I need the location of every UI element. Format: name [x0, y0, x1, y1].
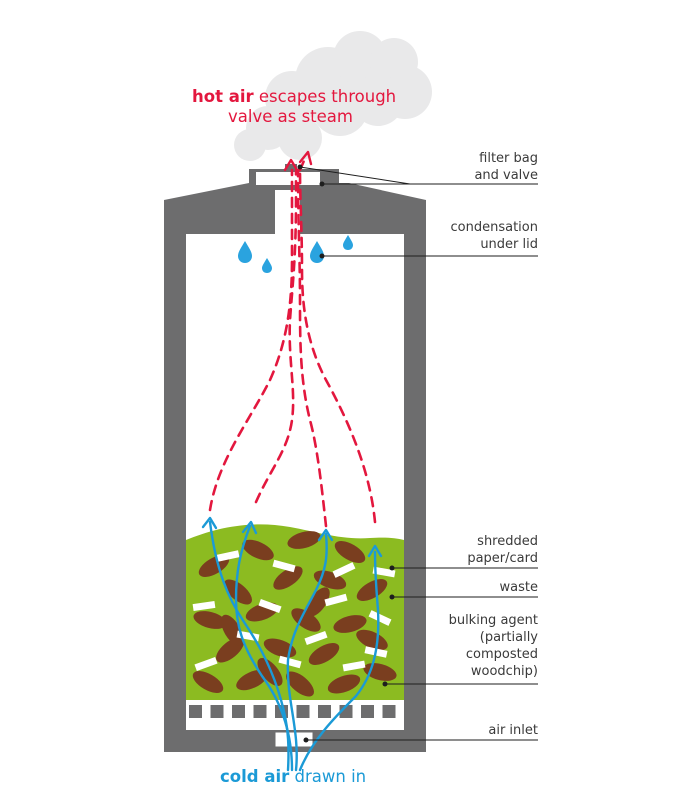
woodchip	[334, 541, 366, 563]
grid-block	[318, 705, 331, 718]
label-line: (partially	[479, 630, 538, 645]
hot-air-caption-line2: valve as steam	[228, 107, 353, 126]
cold-air-caption: cold air drawn in	[220, 766, 366, 788]
hot-air-caption: hot air escapes through	[192, 86, 396, 108]
cold-air-arrowheads	[201, 516, 383, 558]
paper-strip	[258, 598, 282, 614]
woodchip	[356, 579, 388, 601]
grid-block	[361, 705, 374, 718]
woodchip	[192, 671, 224, 693]
hot-air-caption-bold: hot air	[192, 87, 254, 106]
paper-strip	[324, 593, 348, 607]
label-waste: waste	[500, 579, 538, 596]
cold-air-caption-rest: drawn in	[289, 767, 367, 786]
valve-slot	[256, 172, 320, 185]
grid-block	[296, 705, 310, 718]
woodchip	[333, 615, 367, 633]
leader-dots	[297, 164, 395, 743]
paper-strip	[304, 630, 328, 646]
label-line: waste	[499, 580, 538, 595]
paper-strip	[342, 660, 366, 672]
leader-lines	[299, 166, 538, 741]
water-drop-icon	[238, 241, 252, 263]
woodchip	[291, 608, 321, 632]
woodchip	[287, 531, 321, 549]
grid-block	[232, 705, 245, 718]
woodchip	[306, 587, 330, 617]
label-filter-bag-and-valve: filter bag and valve	[474, 150, 538, 184]
paper-strip	[368, 610, 392, 626]
grid-block	[382, 705, 396, 718]
label-shredded-paper: shredded paper/card	[467, 533, 538, 567]
grid-block	[253, 705, 267, 718]
paper-group	[192, 550, 396, 672]
woodchip	[193, 611, 227, 629]
grid-block	[189, 705, 202, 718]
label-line: composted	[465, 647, 538, 662]
water-drop-icon	[343, 235, 353, 250]
hot-air-arrowheads	[283, 150, 313, 172]
woodchip	[327, 674, 361, 694]
woodchip	[242, 539, 274, 561]
label-bulking-agent: bulking agent (partially composted woodc…	[449, 612, 538, 680]
paper-strip	[272, 559, 296, 573]
label-line: under lid	[480, 237, 538, 252]
label-line: bulking agent	[448, 613, 538, 628]
air-grid	[189, 705, 396, 718]
steam-cloud	[234, 31, 432, 161]
label-line: and valve	[474, 168, 538, 183]
paper-strip	[332, 562, 356, 578]
label-air-inlet: air inlet	[488, 722, 538, 739]
paper-strip	[278, 655, 302, 669]
label-line: shredded	[477, 534, 538, 549]
label-condensation: condensation under lid	[451, 219, 538, 253]
label-line: air inlet	[488, 723, 538, 738]
hot-air-caption-rest: escapes through	[253, 87, 397, 106]
woodchip	[223, 579, 253, 605]
paper-strip	[192, 601, 216, 611]
water-drop-icon	[262, 258, 272, 273]
woodchip	[285, 671, 315, 697]
woodchip	[308, 643, 340, 665]
cold-air-paths	[208, 520, 380, 772]
label-line: filter bag	[479, 151, 538, 166]
grid-block	[210, 705, 224, 718]
label-line: condensation	[450, 220, 538, 235]
cold-air-caption-bold: cold air	[220, 767, 290, 786]
woodchip	[273, 566, 303, 590]
filter-bag	[285, 164, 297, 172]
label-line: woodchip)	[470, 664, 538, 679]
woodchip	[356, 629, 388, 651]
label-line: paper/card	[467, 551, 538, 566]
paper-strip	[216, 550, 240, 562]
paper-strip	[194, 656, 218, 672]
paper-strip	[372, 566, 396, 578]
